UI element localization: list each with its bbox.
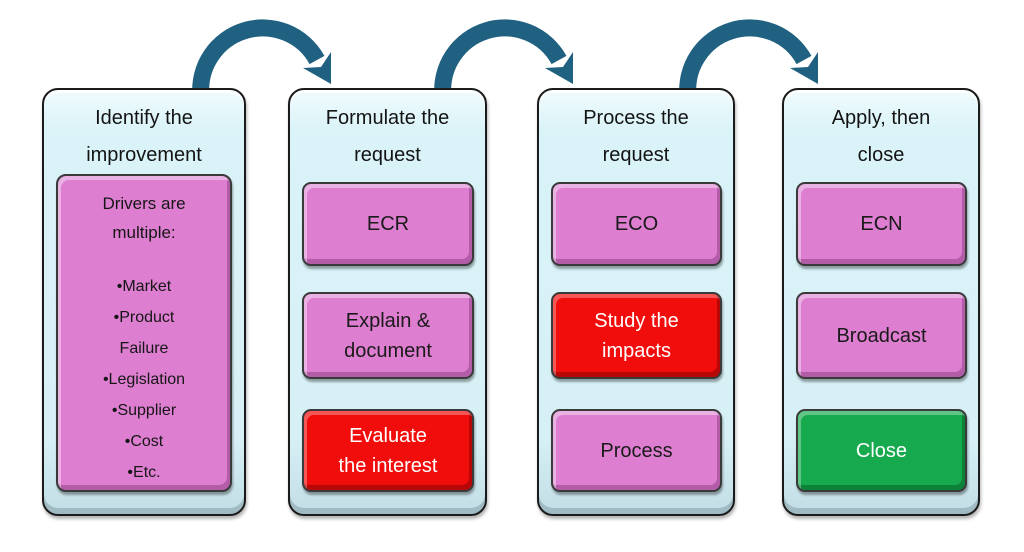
stage-identify-improvement: Identify the improvement Drivers are mul… — [42, 88, 246, 516]
step-box-ecr: ECR — [302, 182, 474, 266]
driver-item-legislation: Legislation — [58, 364, 230, 395]
step-box-process: Process — [551, 409, 722, 492]
step-box-evaluate-interest: Evaluate the interest — [302, 409, 474, 492]
step-box-close: Close — [796, 409, 967, 492]
step-box-explain-document: Explain & document — [302, 292, 474, 379]
driver-item-product-failure: Product Failure — [58, 302, 230, 364]
stage-title: Process the request — [583, 107, 689, 166]
curved-flow-arrow-1 — [192, 19, 331, 92]
drivers-list: Market Product Failure Legislation Suppl… — [58, 271, 230, 488]
stage-title: Apply, then close — [831, 107, 931, 166]
stage-title: Identify the improvement — [86, 107, 202, 166]
stage-process-request: Process the request ECO Study the impact… — [537, 88, 735, 516]
step-box-ecn: ECN — [796, 182, 967, 266]
stage-title: Formulate the request — [325, 107, 450, 166]
step-box-study-impacts: Study the impacts — [551, 292, 722, 379]
driver-item-supplier: Supplier — [58, 395, 230, 426]
curved-flow-arrow-2 — [434, 19, 573, 92]
driver-item-etc: Etc. — [58, 457, 230, 488]
stage-formulate-request: Formulate the request ECR Explain & docu… — [288, 88, 487, 516]
drivers-box: Drivers are multiple: Market Product Fai… — [56, 174, 232, 492]
driver-item-market: Market — [58, 271, 230, 302]
stage-apply-close: Apply, then close ECN Broadcast Close — [782, 88, 980, 516]
curved-flow-arrow-3 — [679, 19, 818, 92]
drivers-heading: Drivers are multiple: — [102, 194, 186, 242]
step-box-broadcast: Broadcast — [796, 292, 967, 379]
step-box-eco: ECO — [551, 182, 722, 266]
driver-item-cost: Cost — [58, 426, 230, 457]
